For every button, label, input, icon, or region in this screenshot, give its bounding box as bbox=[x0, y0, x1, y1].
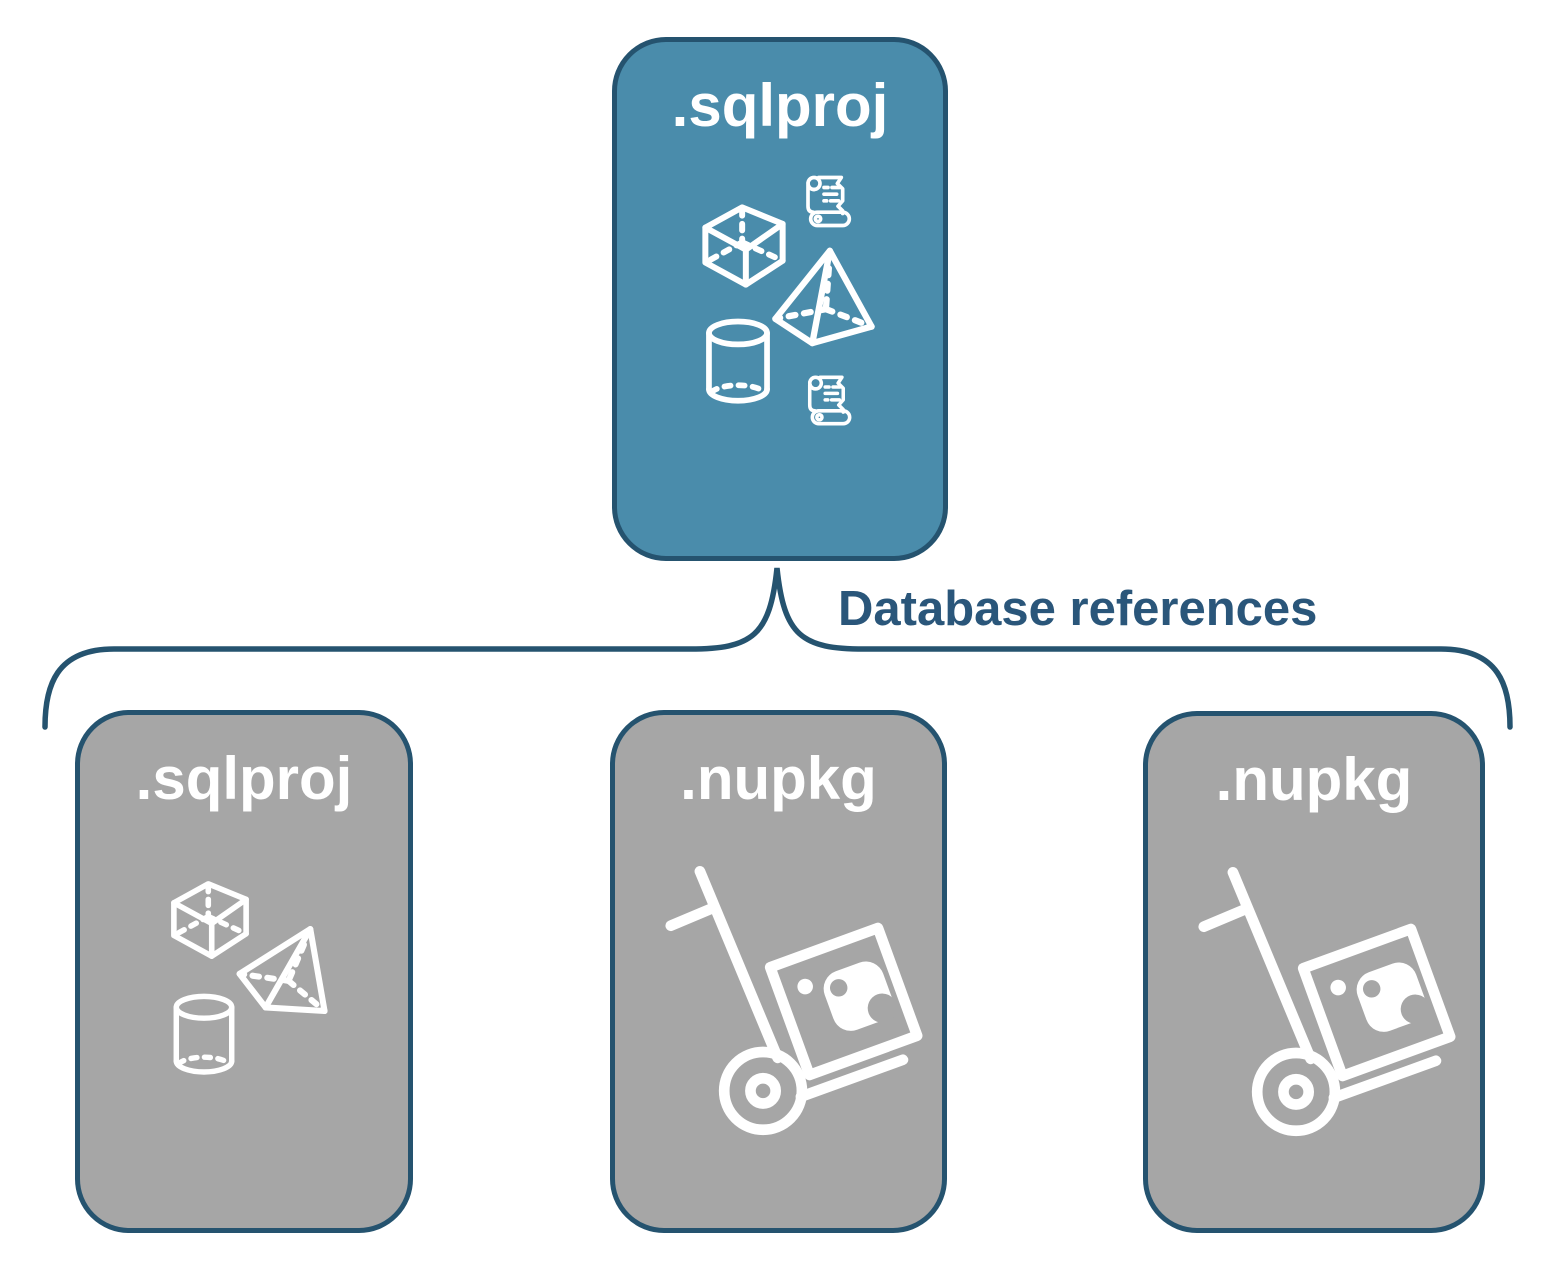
referenced-nupkg-box: .nupkg bbox=[1143, 711, 1485, 1233]
referenced-box-title: .sqlproj bbox=[135, 745, 353, 812]
main-box-title: .sqlproj bbox=[671, 72, 889, 139]
nuget-package-hand-truck-icon bbox=[1196, 854, 1468, 1151]
script-scroll-icon bbox=[802, 370, 860, 431]
referenced-sqlproj-box: .sqlproj bbox=[75, 710, 413, 1233]
database-references-label: Database references bbox=[838, 582, 1318, 636]
pyramid-icon bbox=[769, 245, 877, 347]
script-scroll-icon bbox=[800, 170, 860, 233]
nuget-package-hand-truck-icon bbox=[663, 853, 935, 1150]
referenced-box-title: .nupkg bbox=[1215, 746, 1413, 813]
referenced-nupkg-box: .nupkg bbox=[610, 710, 947, 1233]
main-sqlproj-box: .sqlproj bbox=[612, 37, 948, 561]
referenced-box-title: .nupkg bbox=[680, 745, 877, 812]
database-cylinder-icon bbox=[170, 993, 238, 1077]
database-cylinder-icon bbox=[701, 318, 775, 406]
